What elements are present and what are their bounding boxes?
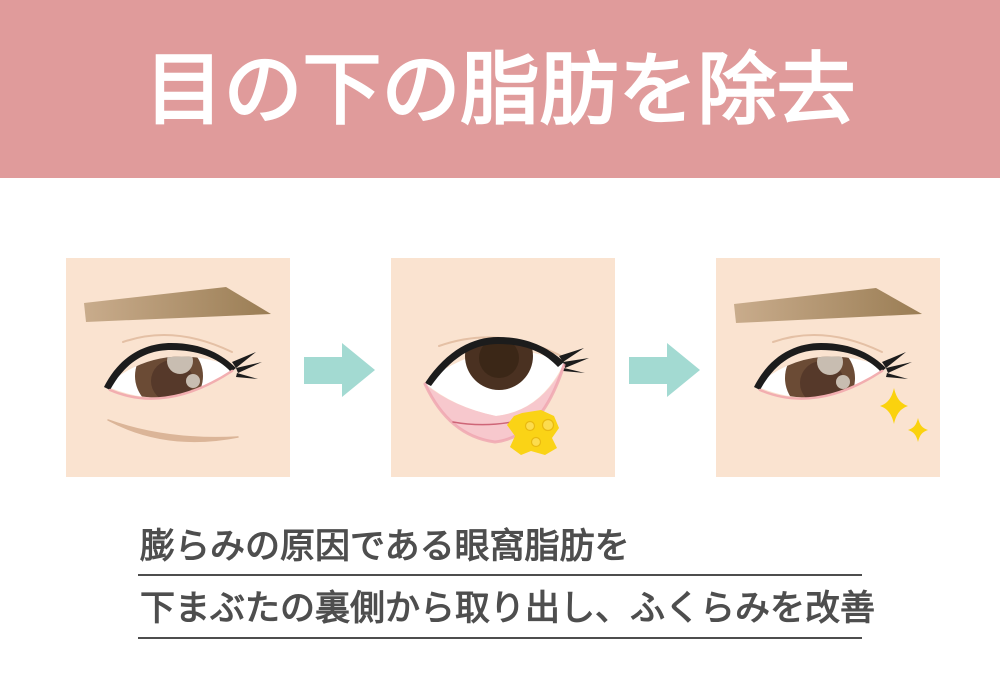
eye-with-under-eye-bag-illustration bbox=[66, 258, 290, 477]
fat-blob-hole bbox=[524, 420, 536, 432]
right-arrow-icon bbox=[629, 343, 700, 397]
caption-underline bbox=[138, 574, 862, 576]
sparkle-shape bbox=[908, 418, 928, 442]
lower-eyelid-line bbox=[108, 369, 234, 400]
upper-eyelash-line bbox=[104, 343, 236, 390]
outer-eyelashes bbox=[232, 352, 262, 379]
lower-eyelid-line bbox=[758, 369, 884, 400]
eyebrow bbox=[84, 287, 271, 322]
sparkle-shape bbox=[880, 388, 908, 424]
fat-blob-hole bbox=[541, 418, 555, 432]
eye-highlight-small bbox=[836, 375, 850, 389]
fat-blob-hole bbox=[530, 436, 542, 448]
title-banner: 目の下の脂肪を除去 bbox=[0, 0, 1000, 178]
fat-blob-shape bbox=[507, 410, 559, 455]
eye-highlight-small bbox=[186, 374, 200, 388]
page-title: 目の下の脂肪を除去 bbox=[144, 44, 856, 134]
sparkle-icon bbox=[908, 418, 928, 442]
upper-eyelash-line bbox=[754, 343, 886, 390]
right-arrow-shape bbox=[304, 343, 375, 397]
eyelid-crease-line bbox=[122, 333, 233, 353]
sparkle-icon bbox=[880, 388, 908, 424]
eye-highlight-large bbox=[817, 356, 843, 375]
right-arrow-shape bbox=[629, 343, 700, 397]
upper-eyelash-line bbox=[425, 337, 564, 386]
upper-eyelid-skin bbox=[391, 258, 615, 383]
outer-eyelashes bbox=[882, 352, 912, 379]
eye-after-sparkle-illustration bbox=[716, 258, 940, 477]
eye-highlight-large bbox=[167, 356, 193, 374]
outer-eyelashes bbox=[559, 348, 589, 373]
eye-fat-removal-illustration bbox=[391, 258, 615, 477]
caption-underline bbox=[138, 637, 862, 639]
orbital-fat-blob bbox=[507, 410, 559, 455]
eyelid-crease-line bbox=[772, 333, 883, 353]
caption-line-1: 膨らみの原因である眼窩脂肪を bbox=[140, 527, 630, 566]
caption-line-2: 下まぶたの裏側から取り出し、ふくらみを改善 bbox=[140, 589, 876, 628]
under-eye-bag-line bbox=[107, 419, 239, 443]
pupil bbox=[479, 338, 519, 378]
lower-eyelid-rim bbox=[423, 363, 566, 444]
right-arrow-icon bbox=[304, 343, 375, 397]
eyebrow bbox=[734, 288, 922, 323]
